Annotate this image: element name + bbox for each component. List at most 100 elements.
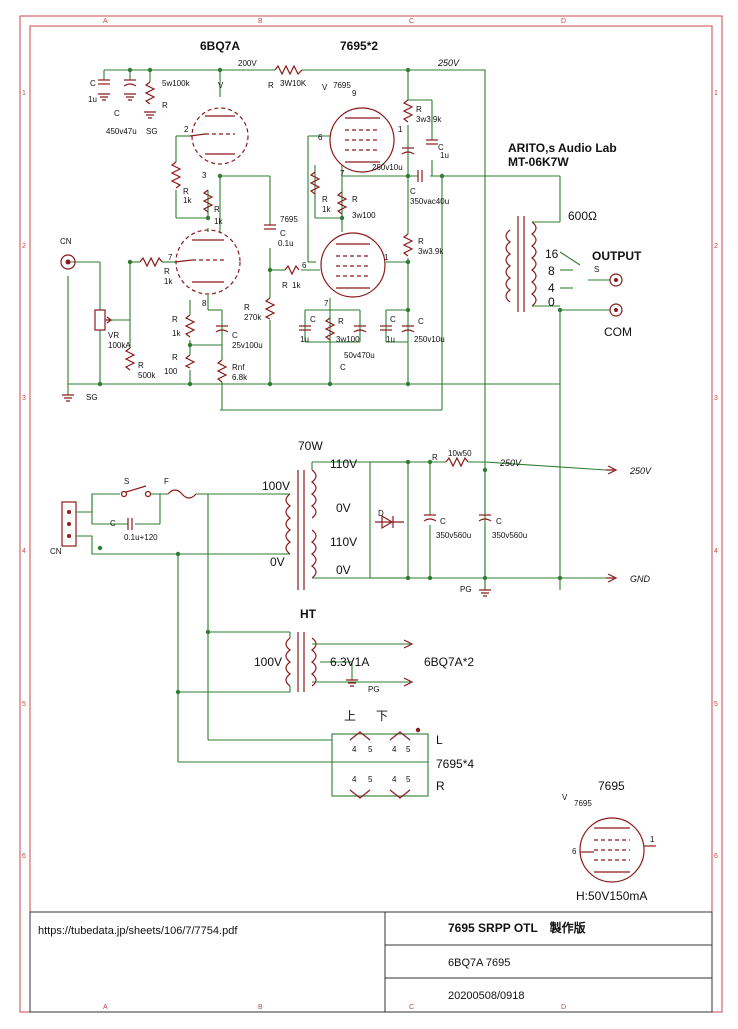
schematic-label: 8 (548, 264, 555, 278)
zone-col-d-bottom: D (561, 1004, 566, 1011)
zone-row-5: 5 (22, 701, 26, 708)
schematic-label: 1k (172, 329, 181, 338)
output-tube-label: 7695*2 (340, 39, 378, 53)
schematic-label: 100kA (108, 341, 131, 350)
schematic-label: C (340, 363, 346, 372)
schematic-label: GND (630, 574, 651, 584)
schematic-label: 1 (398, 125, 403, 134)
impedance-label: 600Ω (568, 209, 597, 223)
schematic-label: CN (50, 547, 62, 556)
schematic-label: 1k (292, 281, 301, 290)
schematic-label: R (172, 353, 178, 362)
heater-supply (175, 629, 429, 799)
schematic-label: SG (146, 127, 158, 136)
detail-tube-7695: 7695 V 7695 6 1 H:50V150mA (562, 779, 656, 903)
schematic-label: 350v560u (492, 531, 527, 540)
schematic-label: 上 (344, 709, 356, 723)
zone-markers: A B C D A B C D 1 2 3 4 5 6 1 2 3 4 5 6 (22, 18, 718, 1011)
drawing-tubes: 6BQ7A 7695 (448, 957, 510, 969)
schematic-label: 7695 (280, 215, 298, 224)
zone-row-2: 2 (22, 243, 26, 250)
schematic-label: 16 (545, 247, 559, 261)
schematic-label: 0.1u (278, 239, 294, 248)
lab-model: MT-06K7W (508, 155, 569, 169)
schematic-label: 3 (202, 171, 207, 180)
schematic-label: 4 (714, 548, 718, 555)
schematic-label: 2 (184, 125, 189, 134)
schematic-label: R (138, 361, 144, 370)
schematic-label: R (416, 105, 422, 114)
schematic-label: 0.1u+120 (124, 533, 158, 542)
schematic-label: R (282, 281, 288, 290)
tube-6bq7a-lower (174, 229, 241, 295)
outer-frame (19, 15, 723, 1013)
schematic-label: 6 (714, 853, 718, 860)
schematic-label: R (214, 205, 220, 214)
schematic-label: R (352, 195, 358, 204)
schematic-label: 1 (714, 90, 718, 97)
schematic-label: 7695 (333, 81, 351, 90)
drawing-date: 20200508/0918 (448, 990, 524, 1002)
zone-row-3: 3 (22, 395, 26, 402)
schematic-label: R (322, 195, 328, 204)
schematic-label: 1k (322, 205, 331, 214)
schematic-label: C (280, 229, 286, 238)
zone-col-b-bottom: B (258, 1004, 263, 1011)
com-label: COM (604, 325, 632, 339)
tube-7695-lower (320, 232, 386, 298)
schematic-label: 450v47u (106, 127, 137, 136)
schematic-label: 4 (548, 281, 555, 295)
zone-col-c-bottom: C (409, 1004, 414, 1011)
schematic-label: 100V (262, 479, 290, 493)
schematic-label: 7 (340, 169, 345, 178)
schematic-label: CN (60, 237, 72, 246)
schematic-label: 250v10u (414, 335, 445, 344)
power-supply (61, 456, 618, 762)
b200-label: 200V (238, 59, 257, 68)
schematic-label: Rnf (232, 363, 245, 372)
zone-col-b-top: B (258, 18, 263, 25)
schematic-label: 0V (270, 555, 285, 569)
schematic-label: C (90, 79, 96, 88)
power-labels: 70W 100V 0V 110V 0V 110V 0V S F C 0.1u+1… (50, 439, 652, 594)
schematic-label: C (496, 517, 502, 526)
schematic-label: C (440, 517, 446, 526)
zone-row-1: 1 (22, 90, 26, 97)
schematic-label: 7 (324, 299, 329, 308)
schematic-label: 70W (298, 439, 323, 453)
schematic-label: 1k (164, 277, 173, 286)
schematic-label: 1 (384, 253, 389, 262)
schematic-label: S (124, 477, 129, 486)
heater-labels: HT 100V 6.3V1A 6BQ7A*2 PG 上 下 L 7695*4 R… (254, 607, 474, 793)
schematic-label: V (562, 793, 568, 802)
schematic-label: 25v100u (232, 341, 263, 350)
output-label: OUTPUT (592, 249, 642, 263)
schematic-label: 110V (330, 457, 357, 471)
schematic-label: D (378, 509, 384, 518)
schematic-label: 7695 (574, 799, 592, 808)
input-jack (60, 254, 76, 270)
schematic-label: 50v470u (344, 351, 375, 360)
schematic-label: R (268, 81, 274, 90)
schematic-label: HT (300, 607, 317, 621)
schematic-label: 7695*4 (436, 757, 474, 771)
schematic-label: C (232, 331, 238, 340)
schematic-label: 4 (392, 775, 397, 784)
schematic-label: PG (368, 685, 380, 694)
schematic-label: 270k (244, 313, 262, 322)
schematic-label: R (436, 779, 445, 793)
schematic-label: 350vac40u (410, 197, 449, 206)
schematic-label: 6BQ7A*2 (424, 655, 474, 669)
schematic-label: 350v560u (436, 531, 471, 540)
schematic-label: 9 (352, 89, 357, 98)
zone-row-6: 6 (22, 853, 26, 860)
schematic-label: 4 (352, 775, 357, 784)
schematic-label: 3w3.9k (416, 115, 442, 124)
schematic-label: C (438, 143, 444, 152)
lab-name: ARITO,s Audio Lab (508, 141, 617, 155)
schematic-label: 6.3V1A (330, 655, 369, 669)
output-transformer (505, 216, 623, 317)
title-block: https://tubedata.jp/sheets/106/7/7754.pd… (29, 911, 713, 1013)
schematic-label: 4 (352, 745, 357, 754)
